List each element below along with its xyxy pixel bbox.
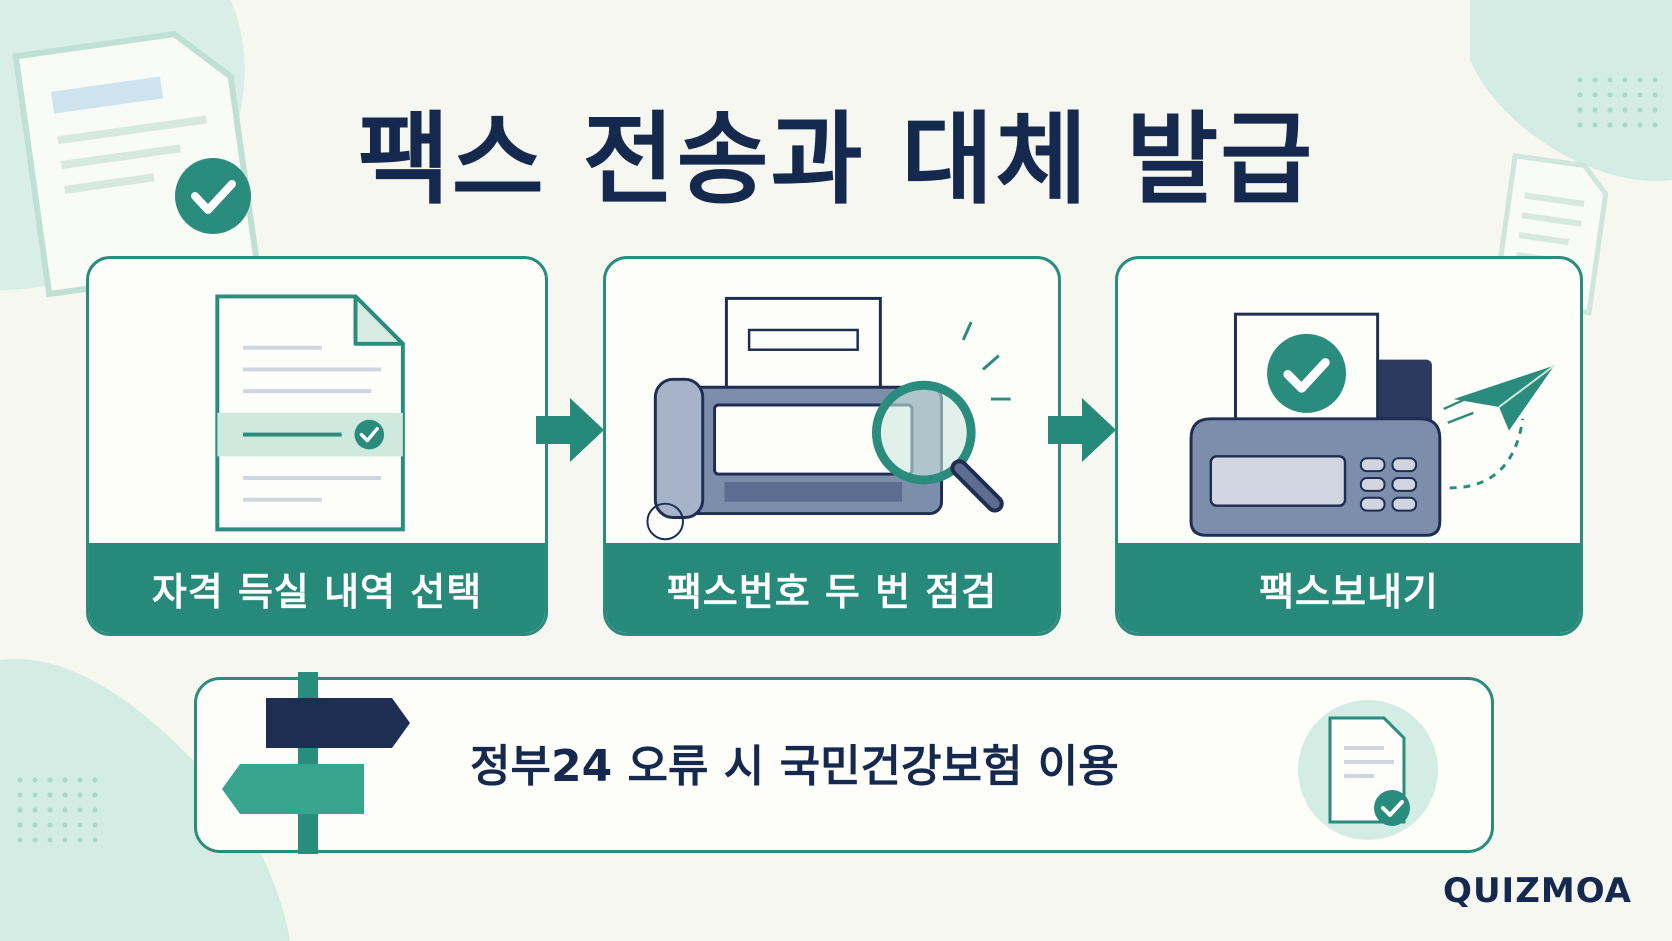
- arrow-right-icon: [1048, 398, 1116, 462]
- step-label: 팩스번호 두 번 점검: [606, 543, 1058, 633]
- fax-magnifier-icon: [646, 296, 1011, 541]
- fax-send-icon: [1189, 312, 1555, 537]
- page-title: 팩스 전송과 대체 발급: [357, 101, 1315, 218]
- brand-logo: QUIZMOA: [1443, 871, 1632, 911]
- document-check-icon: [1298, 700, 1438, 840]
- document-select-icon: [215, 294, 405, 532]
- alternative-text: 정부24 오류 시 국민건강보험 이용: [470, 741, 1119, 792]
- alternative-box: [194, 677, 1494, 853]
- step-label: 팩스보내기: [1118, 543, 1580, 633]
- step-label: 자격 득실 내역 선택: [89, 543, 545, 633]
- step-card-send-fax: 팩스보내기: [1115, 256, 1583, 636]
- step-card-select: 자격 득실 내역 선택: [86, 256, 548, 636]
- arrow-right-icon: [536, 398, 604, 462]
- signpost-icon: [222, 672, 410, 854]
- step-card-check-number: 팩스번호 두 번 점검: [603, 256, 1061, 636]
